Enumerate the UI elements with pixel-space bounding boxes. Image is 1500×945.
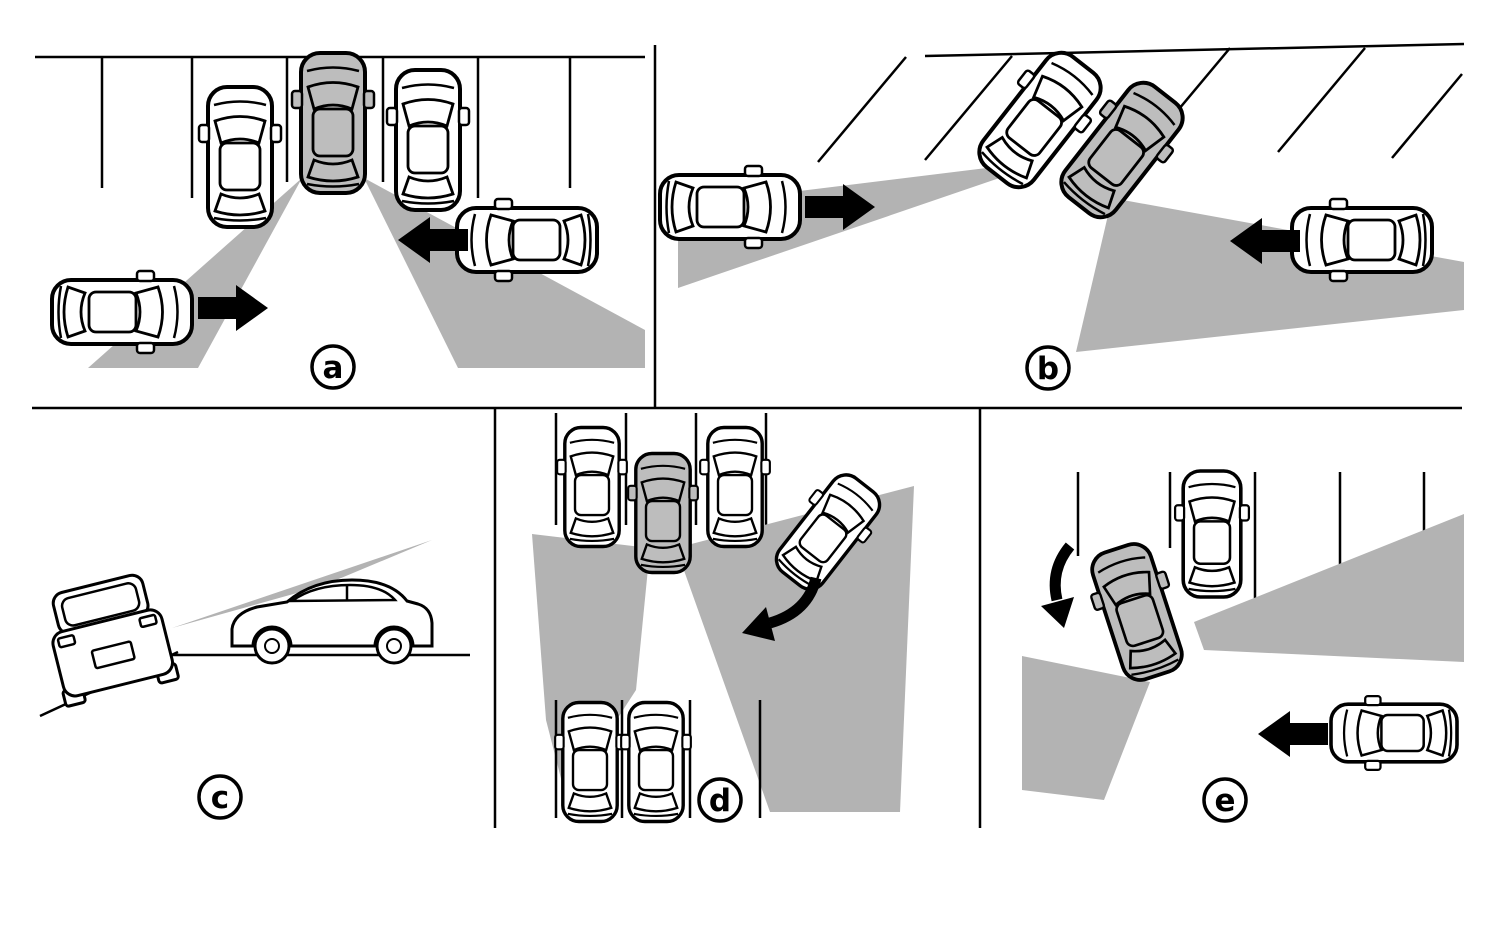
label-letter: a — [323, 350, 344, 386]
subject-car — [1077, 534, 1197, 690]
parked-car — [197, 85, 283, 229]
angled-stall-lines — [817, 47, 1463, 163]
approaching-car-right — [1329, 694, 1459, 772]
label-circle — [1202, 777, 1248, 823]
taillight — [138, 613, 158, 629]
parked-car — [555, 425, 629, 549]
label-letter: c — [211, 780, 229, 816]
parking-stall-lines — [100, 57, 572, 198]
panel-b: b — [658, 37, 1465, 391]
stall-line — [924, 55, 1013, 161]
sensor-zone-right — [1194, 514, 1464, 662]
stall-line — [817, 56, 907, 163]
parked-car — [619, 700, 693, 824]
approaching-car-right — [455, 197, 599, 283]
car-body — [230, 578, 434, 648]
approaching-car-left — [658, 164, 802, 250]
subject-car — [290, 51, 376, 195]
curved-arrow-head-icon — [1041, 597, 1074, 628]
direction-arrow-left-icon — [1258, 711, 1328, 757]
panel-label-c: c — [197, 774, 243, 820]
label-circle — [310, 344, 356, 390]
curved-arrow-shaft — [768, 576, 822, 629]
panel-c: c — [39, 540, 470, 820]
sensor-zone-right — [676, 486, 914, 812]
panel-d: d — [532, 413, 914, 824]
car-rear-view — [51, 573, 180, 708]
stall-line — [1391, 73, 1463, 159]
side-window — [288, 583, 398, 603]
approaching-car-left — [50, 269, 194, 355]
label-circle — [1025, 345, 1071, 391]
wheel-hub — [264, 638, 280, 654]
panel-label-a: a — [310, 344, 356, 390]
parked-car — [1173, 469, 1251, 599]
label-circle — [197, 774, 243, 820]
label-circle — [697, 777, 743, 823]
parked-car — [553, 700, 627, 824]
sensor-zone-bottom-left — [1022, 656, 1150, 800]
wheel-hub — [386, 638, 402, 654]
taillight — [56, 634, 77, 649]
curved-arrow-head-icon — [742, 607, 775, 641]
car-side-view — [230, 578, 434, 665]
subject-car — [626, 451, 700, 575]
panel-e: e — [1022, 469, 1464, 823]
approaching-car-right — [1290, 197, 1434, 283]
parking-lot-edge — [924, 42, 1465, 58]
panel-label-d: d — [697, 777, 743, 823]
wheel — [375, 627, 413, 665]
sensor-beam — [172, 540, 432, 628]
rear-window — [60, 582, 141, 627]
panel-label-b: b — [1025, 345, 1071, 391]
curved-arrow-shaft — [1049, 542, 1075, 602]
panel-label-e: e — [1202, 777, 1248, 823]
parking-stall-lines-bottom — [554, 700, 762, 818]
license-plate — [90, 640, 136, 670]
stall-line — [1277, 47, 1366, 153]
parked-car — [698, 425, 772, 549]
label-letter: d — [709, 783, 731, 819]
wheel — [253, 627, 291, 665]
label-letter: e — [1214, 783, 1235, 819]
label-letter: b — [1037, 351, 1059, 387]
panel-dividers — [32, 45, 1462, 828]
panel-a: a — [35, 51, 645, 390]
parked-car — [385, 68, 471, 212]
sensor-zone-right — [1076, 198, 1464, 352]
sensor-zone-left — [678, 160, 1052, 288]
